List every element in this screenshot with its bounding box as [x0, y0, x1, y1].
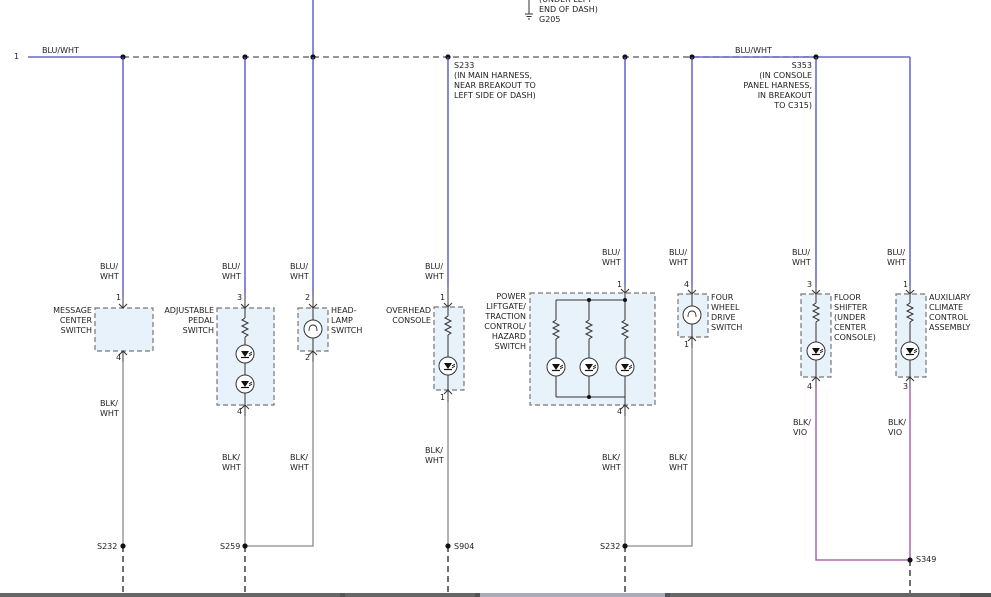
- wire-label-blk-vio: BLK/ VIO: [793, 418, 811, 437]
- ground-id: G205: [539, 15, 561, 24]
- wire-label-blk-wht: BLK/ WHT: [602, 453, 621, 472]
- adjustable-pedal-led-1-icon: [235, 344, 255, 364]
- bottom-dashed-leads: [122, 546, 911, 597]
- wire-label-blu-wht: BLU/ WHT: [425, 262, 444, 281]
- aux-climate-led-icon: [900, 341, 920, 361]
- pin-number: 1: [903, 280, 909, 289]
- pin-number: 4: [684, 280, 690, 289]
- four-wheel-drive-switch-label: FOUR WHEEL DRIVE SWITCH: [711, 293, 743, 332]
- wire-label-blu-wht: BLU/ WHT: [290, 262, 309, 281]
- power-liftgate-switch-label: POWER LIFTGATE/ TRACTION CONTROL/ HAZARD…: [484, 292, 526, 351]
- wire-label-blk-vio: BLK/ VIO: [888, 418, 906, 437]
- bottom-splice-dots: [120, 543, 913, 563]
- pin-number: 1: [116, 293, 122, 302]
- wire-label-blu-wht: BLU/ WHT: [792, 248, 811, 267]
- pin-number: 3: [903, 382, 909, 391]
- splice-s233-label: S233 (IN MAIN HARNESS, NEAR BREAKOUT TO …: [454, 61, 536, 100]
- floor-shifter-label: FLOOR SHIFTER (UNDER CENTER CONSOLE): [834, 293, 876, 342]
- pin-number: 3: [807, 280, 813, 289]
- liftgate-led-2-icon: [579, 357, 599, 377]
- aux-climate-box: [895, 293, 927, 378]
- wire-label-blu-wht: BLU/ WHT: [602, 248, 621, 267]
- splice-s232-left-label: S232: [97, 542, 118, 551]
- pin-number: 4: [807, 382, 813, 391]
- wire-label-blu-wht: BLU/ WHT: [100, 262, 119, 281]
- adjustable-pedal-switch-label: ADJUSTABLE PEDAL SWITCH: [164, 306, 214, 335]
- message-center-switch-box: [94, 307, 154, 352]
- liftgate-led-1-icon: [546, 357, 566, 377]
- top-bus: [28, 0, 910, 58]
- four-wheel-drive-bulb-icon: [682, 305, 702, 325]
- pin-number: 2: [305, 353, 311, 362]
- overhead-console-label: OVERHEAD CONSOLE: [386, 306, 431, 325]
- wire-label-blk-wht: BLK/ WHT: [290, 453, 309, 472]
- pin-number: 3: [237, 293, 243, 302]
- wire-label-blu-wht: BLU/ WHT: [222, 262, 241, 281]
- liftgate-led-3-icon: [615, 357, 635, 377]
- pin-number: 1: [617, 280, 623, 289]
- splice-s349-label: S349: [916, 555, 937, 564]
- pin-number: 4: [116, 353, 122, 362]
- blk-vio-wires: [815, 388, 911, 561]
- pin-number: 1: [684, 340, 690, 349]
- pin-number: 2: [305, 293, 311, 302]
- overhead-console-box: [433, 306, 465, 391]
- blk-wht-wires: [122, 348, 693, 547]
- splice-s904-label: S904: [454, 542, 475, 551]
- bus-wire-label-right: BLU/WHT: [735, 46, 772, 55]
- ground-note: (UNDER LEFT END OF DASH): [539, 0, 598, 14]
- headlamp-switch-label: HEAD- LAMP SWITCH: [331, 306, 363, 335]
- wire-label-blk-wht: BLK/ WHT: [669, 453, 688, 472]
- adjustable-pedal-led-2-icon: [235, 374, 255, 394]
- splice-s232-right-label: S232: [600, 542, 621, 551]
- power-liftgate-switch-box: [529, 292, 656, 406]
- splice-s353-label: S353 (IN CONSOLE PANEL HARNESS, IN BREAK…: [743, 61, 812, 110]
- pin-number: 1: [440, 293, 446, 302]
- wire-label-blk-wht: BLK/ WHT: [425, 446, 444, 465]
- pin-number: 4: [237, 407, 243, 416]
- bus-number: 1: [14, 52, 20, 61]
- wire-label-blu-wht: BLU/ WHT: [669, 248, 688, 267]
- bus-wire-label-left: BLU/WHT: [42, 46, 79, 55]
- aux-climate-label: AUXILIARY CLIMATE CONTROL ASSEMBLY: [929, 293, 971, 332]
- pin-number: 1: [440, 393, 446, 402]
- bottom-scroll-strip[interactable]: [0, 593, 991, 597]
- overhead-console-led-icon: [438, 356, 458, 376]
- power-liftgate-nodes: [587, 298, 627, 399]
- wire-label-blk-wht: BLK/ WHT: [100, 399, 119, 418]
- headlamp-bulb-icon: [303, 319, 323, 339]
- floor-shifter-led-icon: [806, 341, 826, 361]
- message-center-switch-label: MESSAGE CENTER SWITCH: [53, 306, 92, 335]
- wire-label-blu-wht: BLU/ WHT: [887, 248, 906, 267]
- pin-number: 4: [617, 407, 623, 416]
- blu-wht-wires: [122, 57, 911, 295]
- wire-label-blk-wht: BLK/ WHT: [222, 453, 241, 472]
- splice-s259-label: S259: [220, 542, 241, 551]
